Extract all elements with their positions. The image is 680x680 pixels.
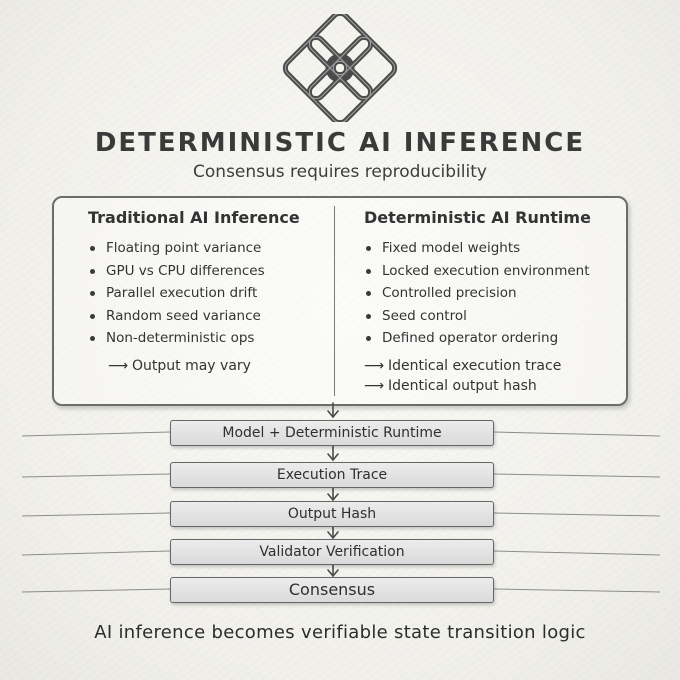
list-item: Non-deterministic ops bbox=[88, 327, 328, 350]
comparison-panel: Traditional AI Inference Floating point … bbox=[52, 196, 628, 406]
outcome-text: Output may vary bbox=[132, 357, 251, 374]
list-item: GPU vs CPU differences bbox=[88, 260, 328, 283]
right-arrow-icon: ⟶ bbox=[108, 357, 129, 374]
interlocking-knot-logo bbox=[282, 14, 398, 122]
pipeline-stage-consensus: Consensus bbox=[170, 577, 494, 603]
deterministic-outcome: ⟶Identical execution trace bbox=[364, 356, 614, 376]
list-item: Fixed model weights bbox=[364, 237, 614, 260]
list-item: Locked execution environment bbox=[364, 260, 614, 283]
pipeline-stage-runtime: Model + Deterministic Runtime bbox=[170, 420, 494, 446]
list-item: Random seed variance bbox=[88, 305, 328, 328]
deterministic-column: Deterministic AI Runtime Fixed model wei… bbox=[364, 208, 614, 396]
traditional-outcome: ⟶Output may vary bbox=[88, 356, 328, 376]
list-item: Defined operator ordering bbox=[364, 327, 614, 350]
traditional-list: Floating point variance GPU vs CPU diffe… bbox=[88, 237, 328, 350]
deterministic-title: Deterministic AI Runtime bbox=[364, 208, 591, 227]
footer-caption: AI inference becomes verifiable state tr… bbox=[94, 622, 586, 643]
page-subtitle: Consensus requires reproducibility bbox=[193, 162, 487, 182]
pipeline-stage-verification: Validator Verification bbox=[170, 539, 494, 565]
outcome-text: Identical execution trace bbox=[388, 357, 562, 374]
list-item: Seed control bbox=[364, 305, 614, 328]
traditional-column: Traditional AI Inference Floating point … bbox=[88, 208, 328, 376]
pipeline-stage-trace: Execution Trace bbox=[170, 462, 494, 488]
list-item: Controlled precision bbox=[364, 282, 614, 305]
pipeline-stage-hash: Output Hash bbox=[170, 501, 494, 527]
deterministic-outcome: ⟶Identical output hash bbox=[364, 376, 614, 396]
traditional-title: Traditional AI Inference bbox=[88, 208, 300, 227]
column-divider bbox=[334, 206, 335, 396]
outcome-text: Identical output hash bbox=[388, 377, 537, 394]
deterministic-list: Fixed model weights Locked execution env… bbox=[364, 237, 614, 350]
list-item: Parallel execution drift bbox=[88, 282, 328, 305]
right-arrow-icon: ⟶ bbox=[364, 357, 385, 374]
page-title: DETERMINISTIC AI INFERENCE bbox=[94, 128, 586, 158]
right-arrow-icon: ⟶ bbox=[364, 377, 385, 394]
list-item: Floating point variance bbox=[88, 237, 328, 260]
